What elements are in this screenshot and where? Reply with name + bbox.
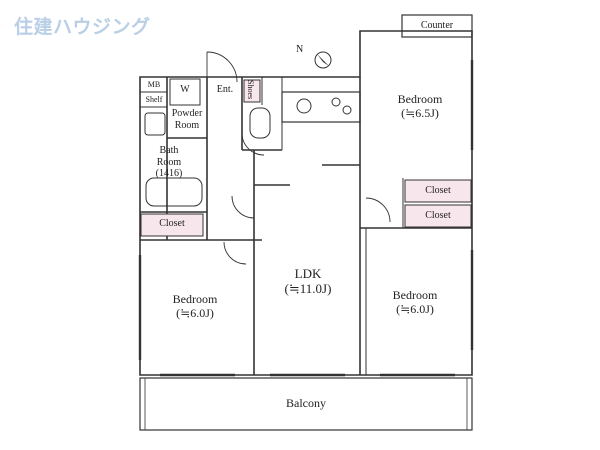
closet-left-label: Closet bbox=[159, 218, 185, 229]
room-size: (≒6.0J) bbox=[176, 305, 214, 320]
bath-room-line3: (1416) bbox=[155, 168, 183, 179]
room-name: Bedroom bbox=[172, 292, 218, 306]
room-size: (≒6.0J) bbox=[396, 301, 434, 316]
closet-right-1-fill bbox=[404, 179, 472, 203]
counter-outline bbox=[401, 14, 473, 38]
counter-label: Counter bbox=[420, 20, 454, 31]
compass-label: N bbox=[296, 44, 304, 55]
sink-icon bbox=[296, 98, 312, 114]
room-name: LDK bbox=[294, 266, 322, 281]
bath-room-line2: Room bbox=[156, 156, 182, 168]
powder-room-line1: Powder bbox=[171, 108, 203, 119]
washer-label: W bbox=[180, 84, 190, 95]
bedroom-right-label: Bedroom (≒6.0J) bbox=[375, 288, 455, 317]
bedroom-left-label: Bedroom (≒6.0J) bbox=[155, 292, 235, 321]
toilet-icon bbox=[249, 107, 271, 139]
room-size: (≒11.0J) bbox=[284, 280, 332, 296]
closet-right-2-label: Closet bbox=[425, 210, 451, 221]
closet-right-2-fill bbox=[404, 204, 472, 228]
balcony-label: Balcony bbox=[286, 396, 326, 410]
bathtub-icon bbox=[145, 177, 203, 207]
ldk-label: LDK (≒11.0J) bbox=[268, 266, 348, 297]
brand-logo: 住建ハウジング bbox=[14, 16, 151, 38]
room-size: (≒6.5J) bbox=[401, 105, 439, 120]
closet-left-fill bbox=[140, 213, 204, 237]
outer-wall bbox=[139, 30, 473, 376]
washer-icon bbox=[169, 78, 201, 106]
balcony-outline bbox=[139, 377, 473, 431]
entrance-label: Ent. bbox=[216, 84, 234, 95]
powder-room-line2: Room bbox=[174, 119, 200, 131]
mb-label: MB bbox=[147, 80, 161, 89]
room-name: Bedroom bbox=[392, 288, 438, 302]
shoes-label: Shoes bbox=[246, 80, 255, 100]
bedroom-top-right-label: Bedroom (≒6.5J) bbox=[380, 92, 460, 121]
shelf-label: Shelf bbox=[145, 95, 163, 104]
closet-right-1-label: Closet bbox=[425, 185, 451, 196]
room-name: Bedroom bbox=[397, 92, 443, 106]
bath-room-label: Bath Room (1416) bbox=[147, 145, 191, 180]
bath-room-line1: Bath bbox=[159, 145, 179, 156]
compass-icon bbox=[314, 51, 332, 69]
powder-room-label: Powder Room bbox=[165, 108, 209, 131]
